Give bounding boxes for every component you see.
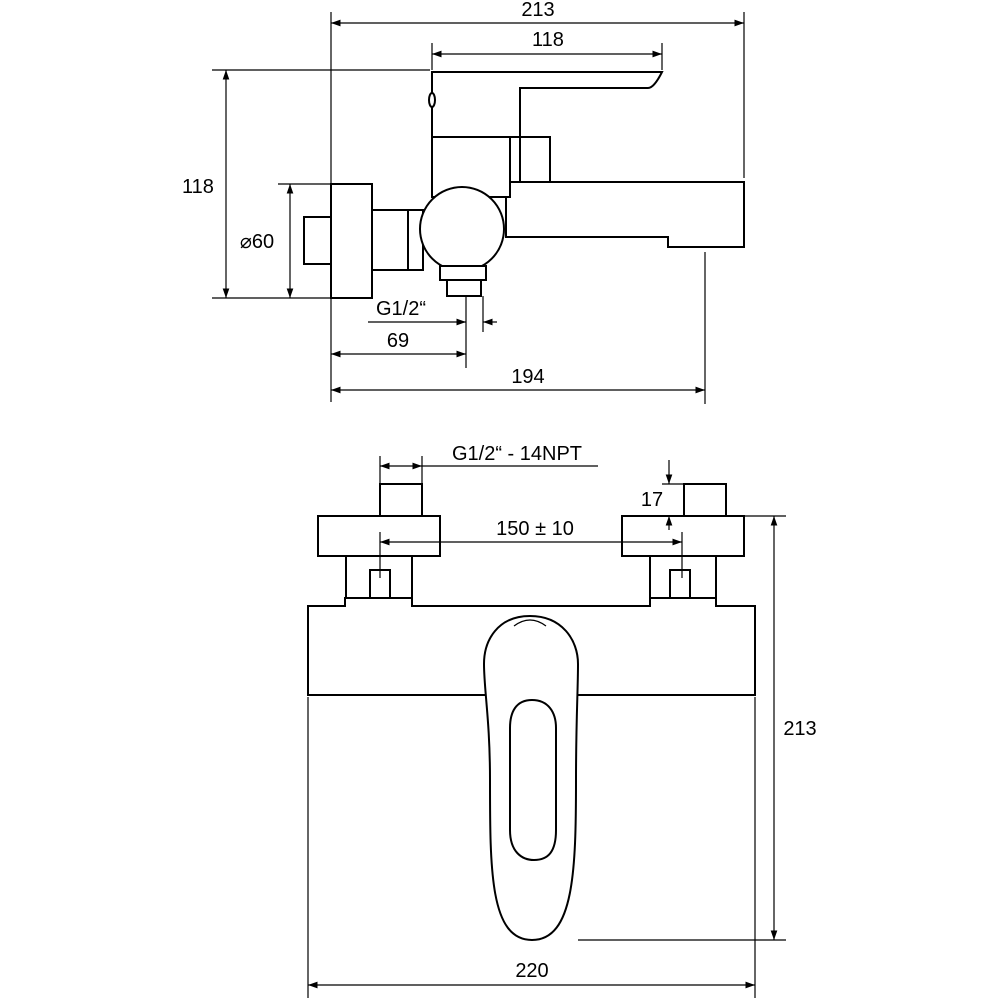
front-view: G1/2“ - 14NPT 17 150 ± 10 213 220 xyxy=(307,443,817,998)
dim-thread: G1/2“ xyxy=(376,298,426,320)
lever-top-detail xyxy=(513,619,547,627)
lever-handle xyxy=(431,71,664,138)
dim-width-front: 220 xyxy=(515,960,548,982)
connector-nut xyxy=(371,209,409,271)
spout xyxy=(505,181,745,248)
dim-spout-reach: 194 xyxy=(511,366,544,388)
dim-diameter: ⌀60 xyxy=(240,231,274,253)
lever-pin xyxy=(428,92,436,108)
mixer-body xyxy=(419,186,505,272)
wall-rosette xyxy=(330,183,373,299)
right-rosette xyxy=(621,515,745,557)
dim-total-width: 213 xyxy=(521,0,554,21)
outlet-connector xyxy=(439,265,487,281)
dim-thread-front: G1/2“ - 14NPT xyxy=(452,443,582,465)
left-rosette xyxy=(317,515,441,557)
left-pipe-stub xyxy=(379,483,423,517)
side-view: 213 118 118 ⌀60 G1/2“ 69 194 xyxy=(182,0,745,404)
right-pipe-stub xyxy=(683,483,727,517)
cartridge-cap xyxy=(519,136,551,183)
dim-outlet-offset: 69 xyxy=(387,330,409,352)
lever-handle-cutout xyxy=(509,698,557,862)
right-union-hex xyxy=(669,569,691,599)
dim-spacing: 150 ± 10 xyxy=(496,518,574,540)
outlet-thread xyxy=(446,279,482,297)
dim-lever-width: 118 xyxy=(532,29,564,51)
dim-height: 118 xyxy=(182,176,214,198)
wall-pipe-stub xyxy=(303,216,332,265)
dim-connector-height: 17 xyxy=(641,489,663,511)
dim-height-front: 213 xyxy=(783,718,816,740)
